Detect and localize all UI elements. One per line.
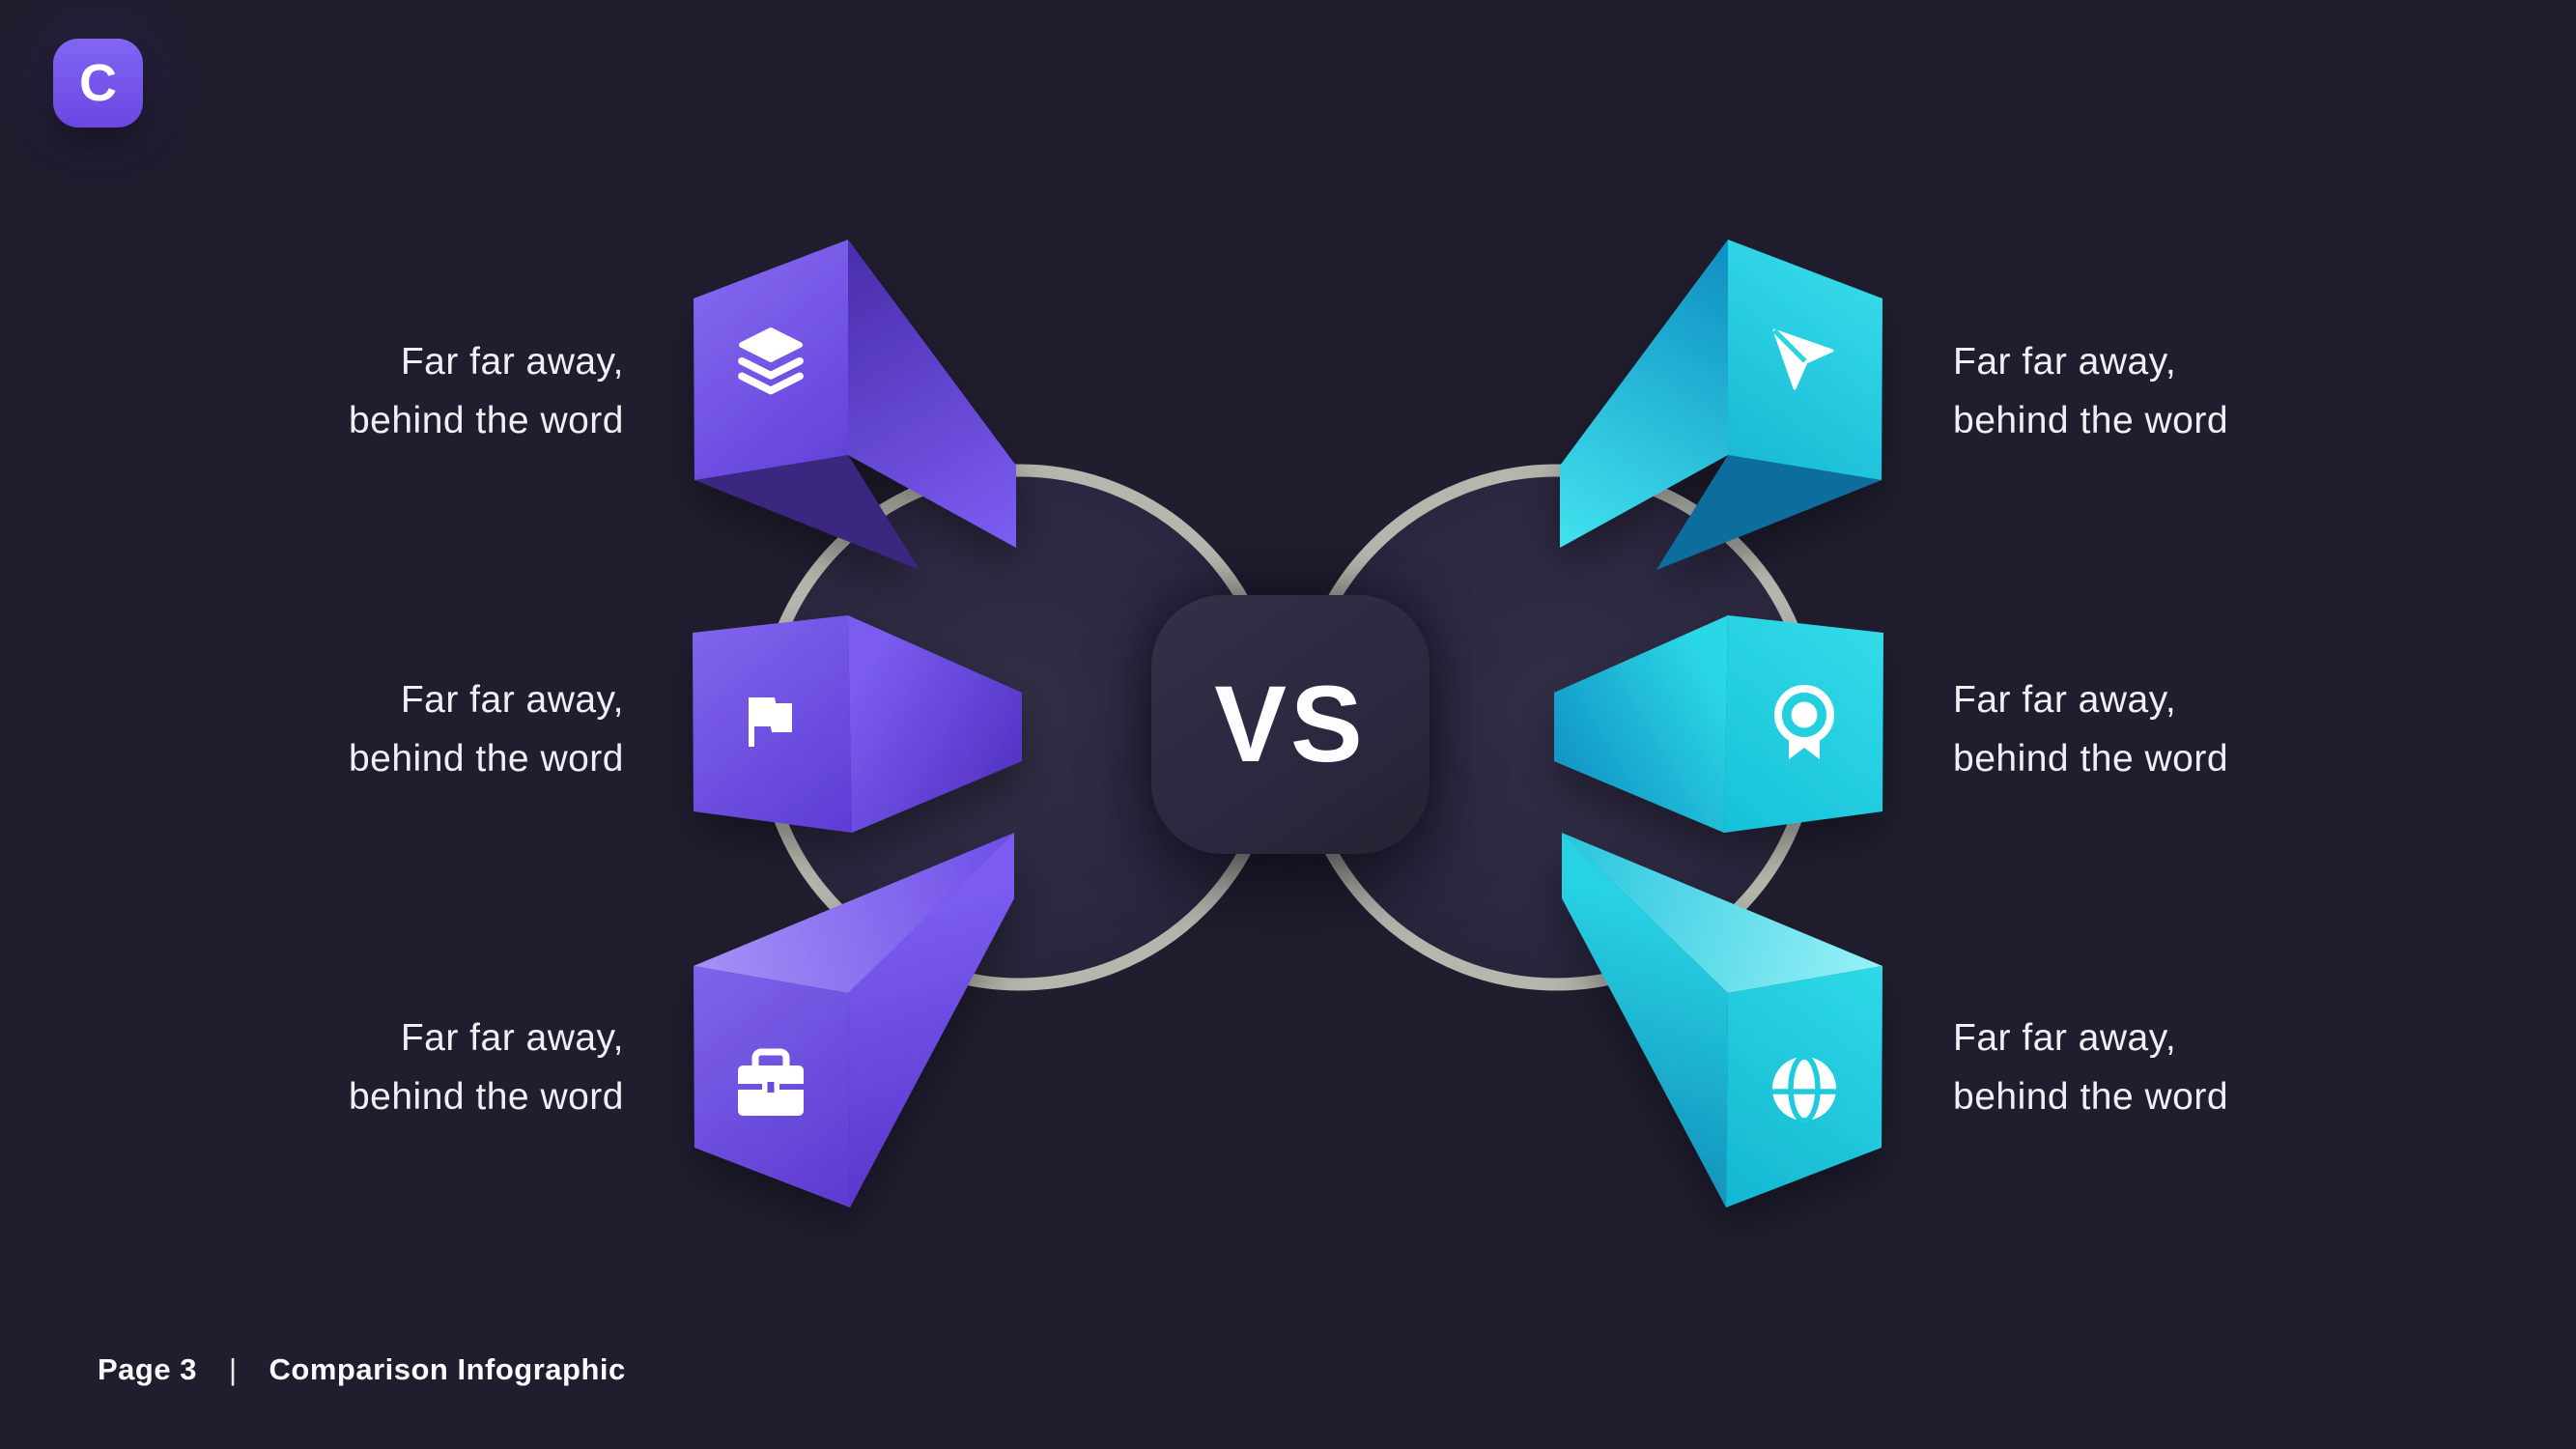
label-line: Far far away, bbox=[1953, 341, 2177, 383]
prism-bottom-face bbox=[1656, 455, 1882, 570]
prism-side-face bbox=[848, 240, 1016, 548]
label-line: Far far away, bbox=[400, 1017, 624, 1059]
label-line: Far far away, bbox=[1953, 679, 2177, 721]
footer: Page 3 | Comparison Infographic bbox=[98, 1352, 626, 1387]
label-line: behind the word bbox=[348, 400, 624, 441]
right-prism-middle bbox=[1554, 615, 1883, 833]
vs-badge: VS bbox=[1151, 595, 1430, 854]
brand-logo: C bbox=[53, 39, 143, 128]
label-line: behind the word bbox=[1953, 400, 2229, 441]
prism-side-face bbox=[1562, 833, 1728, 1208]
label-line: behind the word bbox=[1953, 1076, 2229, 1118]
prism-top-face bbox=[1562, 833, 1882, 993]
vs-label: VS bbox=[1214, 664, 1367, 784]
footer-separator: | bbox=[228, 1352, 238, 1386]
left-item-2-label: Far far away, behind the word bbox=[141, 670, 624, 788]
left-prism-bottom bbox=[694, 833, 1014, 1208]
label-line: Far far away, bbox=[400, 341, 624, 383]
prism-side-face bbox=[848, 833, 1014, 1208]
page-number: Page 3 bbox=[98, 1352, 197, 1386]
prism-side-face bbox=[1554, 615, 1728, 833]
label-line: Far far away, bbox=[1953, 1017, 2177, 1059]
slide-title: Comparison Infographic bbox=[269, 1352, 626, 1386]
label-line: behind the word bbox=[1953, 738, 2229, 780]
left-item-3-label: Far far away, behind the word bbox=[141, 1009, 624, 1126]
left-prism-top bbox=[694, 240, 1016, 570]
left-prism-middle bbox=[693, 615, 1022, 833]
label-line: Far far away, bbox=[400, 679, 624, 721]
layers-icon bbox=[738, 327, 804, 395]
label-line: behind the word bbox=[348, 1076, 624, 1118]
left-item-1-label: Far far away, behind the word bbox=[141, 332, 624, 450]
right-prism-bottom bbox=[1562, 833, 1882, 1208]
send-icon bbox=[1772, 328, 1834, 390]
globe-icon bbox=[1772, 1054, 1836, 1123]
prism-bottom-face bbox=[694, 455, 920, 570]
prism-top-face bbox=[694, 833, 1014, 993]
right-item-1-label: Far far away, behind the word bbox=[1953, 332, 2475, 450]
briefcase-icon bbox=[738, 1048, 804, 1116]
prism-side-face bbox=[1560, 240, 1728, 548]
right-prism-top bbox=[1560, 240, 1882, 570]
flag-icon bbox=[749, 697, 792, 747]
brand-logo-letter: C bbox=[79, 54, 117, 112]
label-line: behind the word bbox=[348, 738, 624, 780]
right-item-2-label: Far far away, behind the word bbox=[1953, 670, 2475, 788]
right-item-3-label: Far far away, behind the word bbox=[1953, 1009, 2475, 1126]
prism-side-face bbox=[848, 615, 1022, 833]
award-icon bbox=[1774, 685, 1834, 759]
